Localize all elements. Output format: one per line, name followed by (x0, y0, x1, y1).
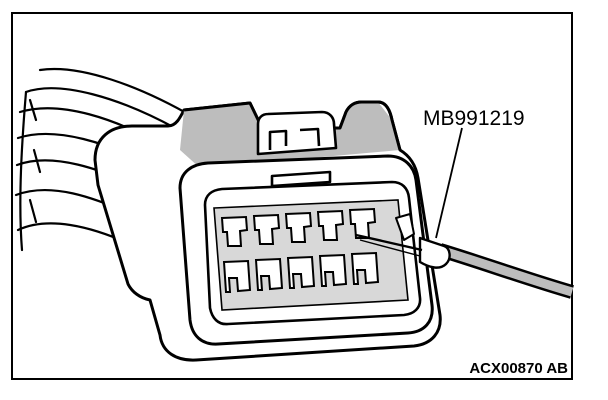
terminal-row-lower (222, 251, 380, 293)
tool-label: MB991219 (423, 107, 525, 130)
terminal-row-upper (220, 207, 377, 247)
probe-tool (355, 213, 574, 299)
figure-frame (11, 12, 573, 380)
figure-id: ACX00870 AB (469, 360, 568, 377)
leader-line (435, 127, 463, 239)
connector-latch (256, 110, 338, 188)
terminal-cavity (203, 180, 422, 326)
